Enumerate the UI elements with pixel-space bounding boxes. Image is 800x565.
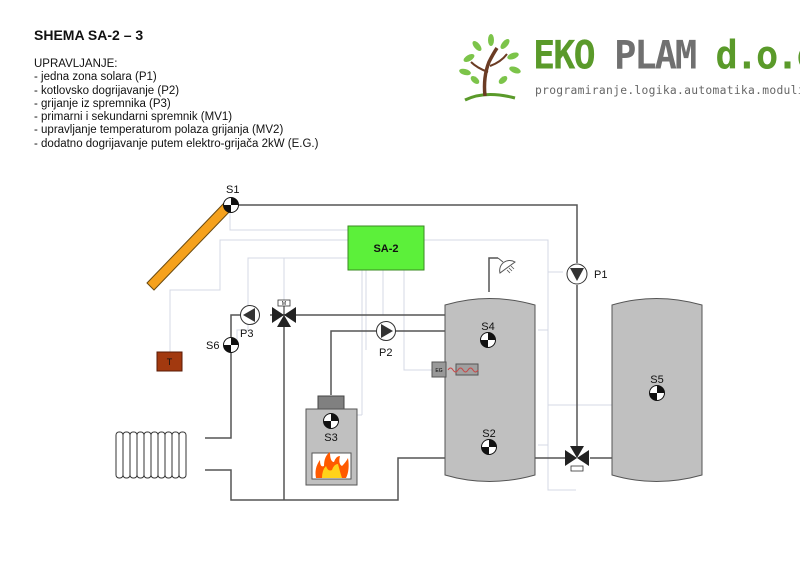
list-item: - primarni i sekundarni spremnik (MV1)	[34, 111, 233, 124]
list-item: - kotlovsko dogrijavanje (P2)	[34, 84, 180, 97]
primary-tank	[444, 298, 536, 482]
sensor-s5: S5	[649, 374, 665, 401]
control-description: UPRAVLJANJE: - jedna zona solara (P1) - …	[34, 58, 318, 151]
valve-motor-label: M	[282, 301, 286, 307]
electric-heater-eg: EG	[431, 361, 479, 378]
controller-label: SA-2	[373, 243, 398, 255]
diverter-valve-mv1	[565, 446, 589, 472]
heater-label: EG	[435, 368, 442, 374]
flame-icon	[315, 452, 349, 478]
pump-label: P1	[594, 269, 607, 281]
thermostat-label: T	[167, 357, 173, 367]
mixing-valve-mv2: M	[272, 299, 296, 327]
sensor-label: S6	[206, 340, 219, 352]
control-wires	[169, 213, 612, 491]
pump-p2: P2	[376, 321, 396, 359]
list-item: - upravljanje temperaturom polaza grijan…	[34, 124, 284, 137]
sensor-s4: S4	[480, 321, 496, 348]
list-item: - grijanje iz spremnika (P3)	[34, 97, 171, 110]
pipes	[205, 204, 612, 501]
controller-sa2[interactable]: SA-2	[347, 225, 425, 271]
sensor-s2: S2	[481, 428, 497, 455]
sensor-label: S3	[324, 432, 337, 444]
pump-p3: P3	[240, 305, 260, 340]
tree-icon	[459, 34, 521, 102]
sensor-label: S2	[482, 428, 495, 440]
sensor-s3: S3	[323, 413, 339, 444]
company-logo: EKO PLAM d.o.o. programiranje.logika.aut…	[455, 32, 800, 102]
page-title: SHEMA SA-2 – 3	[34, 27, 144, 43]
company-tagline: programiranje.logika.automatika.moduli	[535, 84, 800, 97]
pump-p1: P1	[566, 263, 607, 285]
list-item: - jedna zona solara (P1)	[34, 71, 157, 84]
sensor-s6: S6	[206, 337, 239, 353]
section-label: UPRAVLJANJE:	[34, 58, 118, 70]
sensor-label: S5	[650, 374, 663, 386]
pump-label: P2	[379, 347, 392, 359]
company-name: EKO PLAM d.o.o.	[533, 32, 800, 79]
sensor-label: S4	[481, 321, 494, 333]
radiator	[115, 431, 187, 479]
room-thermostat: T	[156, 351, 183, 372]
sensor-s1: S1	[223, 184, 239, 213]
pump-label: P3	[240, 328, 253, 340]
list-item: - dodatno dogrijavanje putem elektro-gri…	[34, 137, 319, 150]
shower-icon	[497, 257, 516, 274]
sensor-label: S1	[226, 184, 239, 196]
